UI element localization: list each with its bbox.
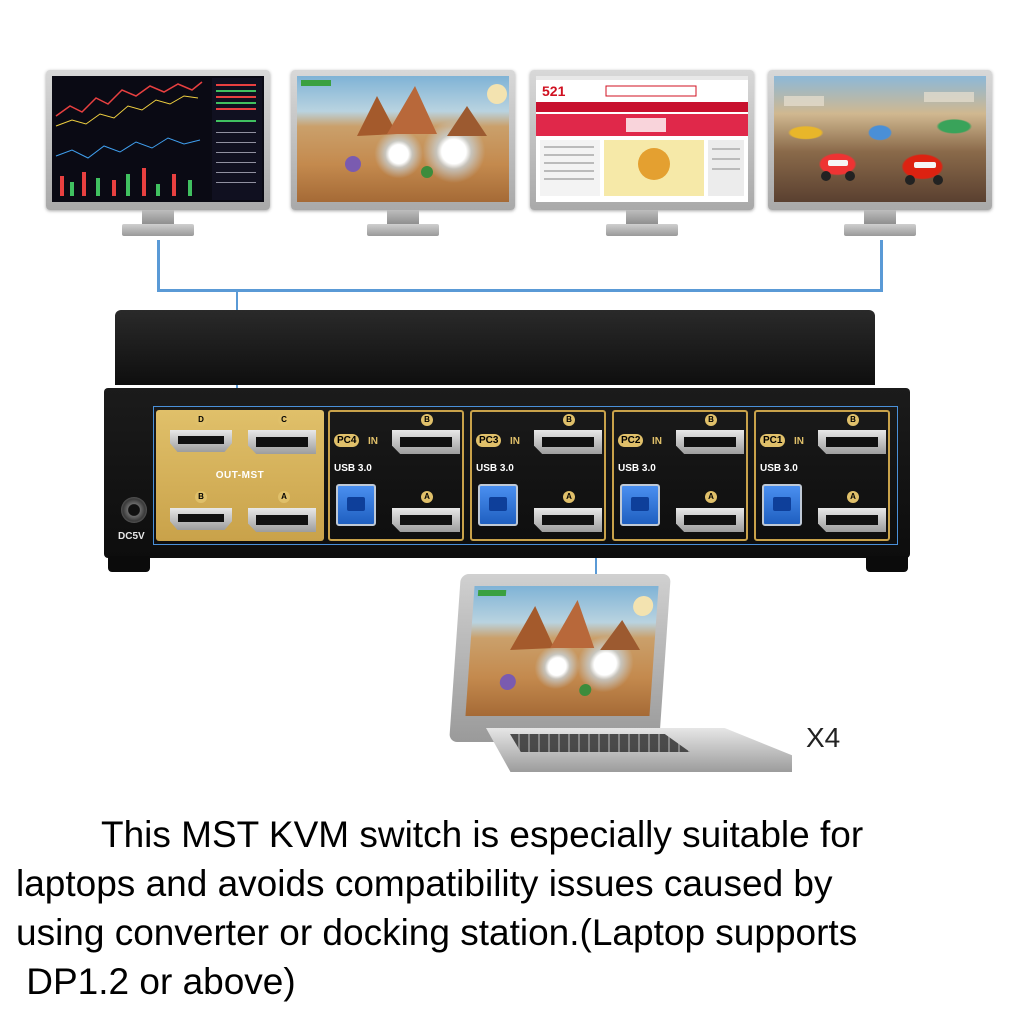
game-scene-graphic	[301, 80, 507, 178]
pc2-dp-port-a[interactable]	[676, 508, 744, 532]
cable-to-laptop	[595, 543, 597, 579]
pc2-in-label: IN	[652, 436, 662, 447]
monitor-stand	[606, 224, 678, 236]
monitor-stand	[844, 224, 916, 236]
cable-monitor1-drop	[157, 240, 160, 292]
pc4-in-label: IN	[368, 436, 378, 447]
pc2-port-letter-b: B	[705, 414, 717, 426]
pc1-port-letter-a: A	[847, 491, 859, 503]
pc4-port-letter-a: A	[421, 491, 433, 503]
output-hdmi-port-b[interactable]	[170, 508, 232, 530]
caption-line-4: DP1.2 or above)	[16, 961, 296, 1002]
pc3-badge: PC3	[476, 434, 502, 447]
pc4-port-letter-b: B	[421, 414, 433, 426]
pc1-in-label: IN	[794, 436, 804, 447]
kvm-foot-left	[108, 556, 150, 572]
laptop-quantity-label: X4	[806, 722, 841, 753]
dc-power-label: DC5V	[118, 531, 145, 542]
monitor-game	[291, 70, 515, 238]
pc1-usb-label: USB 3.0	[760, 463, 798, 474]
description-caption: This MST KVM switch is especially suitab…	[16, 810, 1012, 1006]
pc1-usb-port[interactable]	[762, 484, 802, 526]
stock-chart-graphic	[55, 78, 262, 200]
cars-movie-screen	[774, 76, 986, 202]
stock-chart-screen	[52, 76, 264, 202]
dc-power-jack[interactable]	[121, 497, 147, 523]
pc1-dp-port-b[interactable]	[818, 430, 886, 454]
website-screen: 521	[536, 76, 748, 202]
output-dp-port-c[interactable]	[248, 430, 316, 454]
output-mst-label: OUT-MST	[215, 470, 265, 481]
pc2-usb-port[interactable]	[620, 484, 660, 526]
monitor-bezel	[768, 70, 992, 210]
pc3-port-letter-a: A	[563, 491, 575, 503]
pc3-in-label: IN	[510, 436, 520, 447]
pc4-dp-port-a[interactable]	[392, 508, 460, 532]
website-layout-graphic: 521	[536, 76, 748, 196]
pc4-badge: PC4	[334, 434, 360, 447]
pc4-usb-port[interactable]	[336, 484, 376, 526]
output-dp-port-a[interactable]	[248, 508, 316, 532]
pc1-port-letter-b: B	[847, 414, 859, 426]
ports-highlight-frame	[153, 406, 898, 545]
monitor-neck	[142, 210, 174, 224]
output-port-letter-d: D	[195, 414, 207, 426]
website-logo-text: 521	[542, 83, 566, 99]
monitor-stand	[122, 224, 194, 236]
pc4-input-panel	[328, 410, 464, 541]
monitor-website: 521	[530, 70, 754, 238]
output-port-letter-c: C	[278, 414, 290, 426]
pc2-badge: PC2	[618, 434, 644, 447]
pc2-port-letter-a: A	[705, 491, 717, 503]
caption-line-3: using converter or docking station.(Lapt…	[16, 912, 858, 953]
monitor-neck	[626, 210, 658, 224]
output-port-letter-b: B	[195, 491, 207, 503]
pc3-dp-port-b[interactable]	[534, 430, 602, 454]
output-port-letter-a: A	[278, 491, 290, 503]
pc3-usb-port[interactable]	[478, 484, 518, 526]
caption-line-2: laptops and avoids compatibility issues …	[16, 863, 833, 904]
laptop-keyboard	[510, 734, 690, 752]
kvm-top-shell	[115, 310, 875, 385]
pc3-port-letter-b: B	[563, 414, 575, 426]
monitor-stand	[367, 224, 439, 236]
pc1-dp-port-a[interactable]	[818, 508, 886, 532]
monitor-bezel	[291, 70, 515, 210]
pc4-usb-label: USB 3.0	[334, 463, 372, 474]
kvm-foot-right	[866, 556, 908, 572]
game-screen	[297, 76, 509, 202]
cable-horizontal-bus	[157, 289, 883, 292]
caption-line-1: This MST KVM switch is especially suitab…	[101, 814, 864, 855]
pc2-usb-label: USB 3.0	[618, 463, 656, 474]
monitor-cars	[768, 70, 992, 238]
pc2-input-panel	[612, 410, 748, 541]
pc3-dp-port-a[interactable]	[534, 508, 602, 532]
output-hdmi-port-d[interactable]	[170, 430, 232, 452]
monitor-bezel	[46, 70, 270, 210]
monitor-neck	[387, 210, 419, 224]
pc3-usb-label: USB 3.0	[476, 463, 514, 474]
pc1-badge: PC1	[760, 434, 786, 447]
cars-scene-graphic	[784, 92, 974, 185]
laptop-game-graphic	[477, 590, 654, 696]
monitor-neck	[864, 210, 896, 224]
pc3-input-panel	[470, 410, 606, 541]
cable-monitor4-drop	[880, 240, 883, 292]
pc4-dp-port-b[interactable]	[392, 430, 460, 454]
laptop-screen	[465, 586, 659, 716]
pc1-input-panel	[754, 410, 890, 541]
pc2-dp-port-b[interactable]	[676, 430, 744, 454]
monitor-stock-chart	[46, 70, 270, 238]
monitor-bezel: 521	[530, 70, 754, 210]
